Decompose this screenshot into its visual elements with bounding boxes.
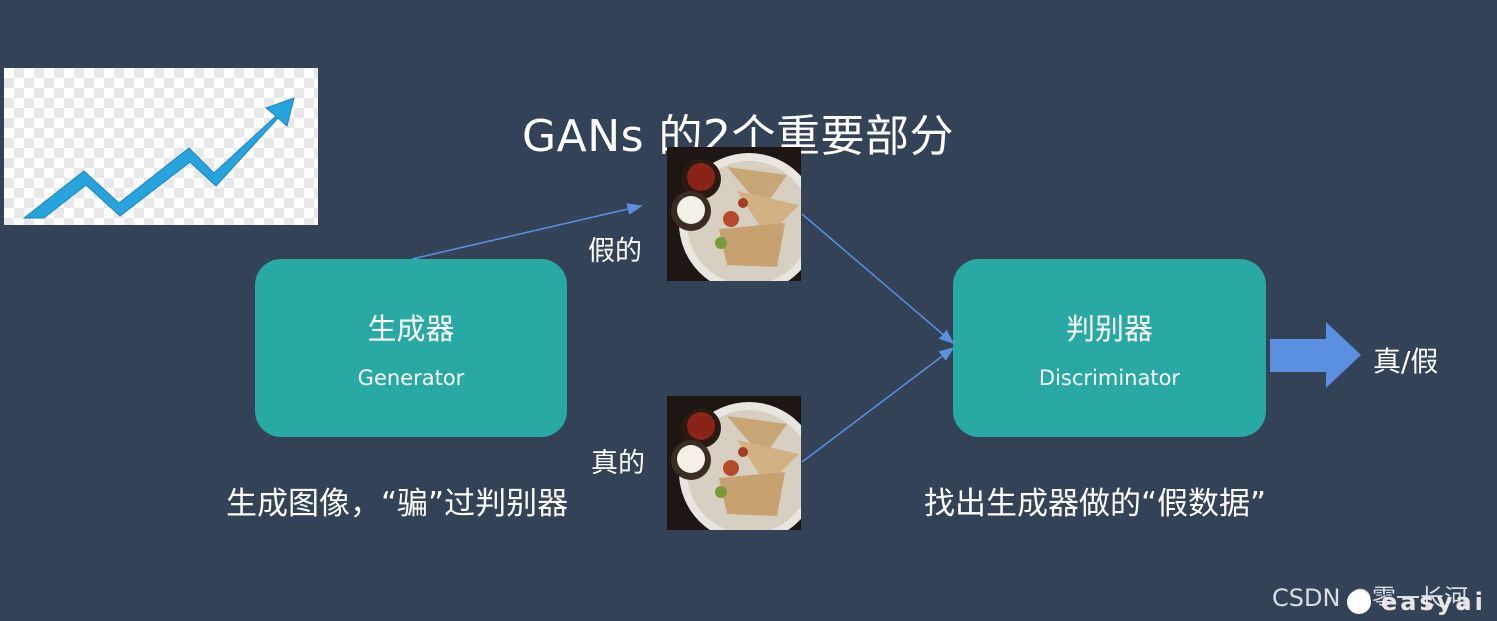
fake-image	[667, 147, 801, 281]
discriminator-node: 判别器 Discriminator	[953, 259, 1266, 437]
food-photo-icon	[667, 147, 801, 281]
generator-name-zh: 生成器	[367, 312, 455, 346]
fake-label: 假的	[588, 236, 642, 267]
growth-arrow-icon	[22, 97, 295, 219]
discriminator-name-zh: 判别器	[1065, 312, 1153, 346]
watermark-logo-text: easyai	[1381, 588, 1486, 616]
generator-node: 生成器 Generator	[255, 259, 567, 437]
real-image	[667, 396, 801, 530]
result-label: 真/假	[1373, 345, 1439, 378]
discriminator-description: 找出生成器做的“假数据”	[924, 486, 1267, 522]
generator-name-en: Generator	[357, 366, 465, 390]
real-label: 真的	[591, 448, 645, 479]
generator-description: 生成图像，“骗”过判别器	[226, 486, 569, 522]
watermark-logo: easyai	[1347, 588, 1486, 616]
discriminator-name-en: Discriminator	[1038, 366, 1181, 390]
output-block-arrow	[1270, 322, 1361, 388]
growth-chart-image	[4, 68, 318, 225]
real-to-discriminator-arrow	[801, 347, 955, 463]
fake-to-discriminator-arrow	[801, 213, 955, 344]
logo-dot-icon	[1347, 590, 1371, 614]
food-photo-icon	[667, 396, 801, 530]
